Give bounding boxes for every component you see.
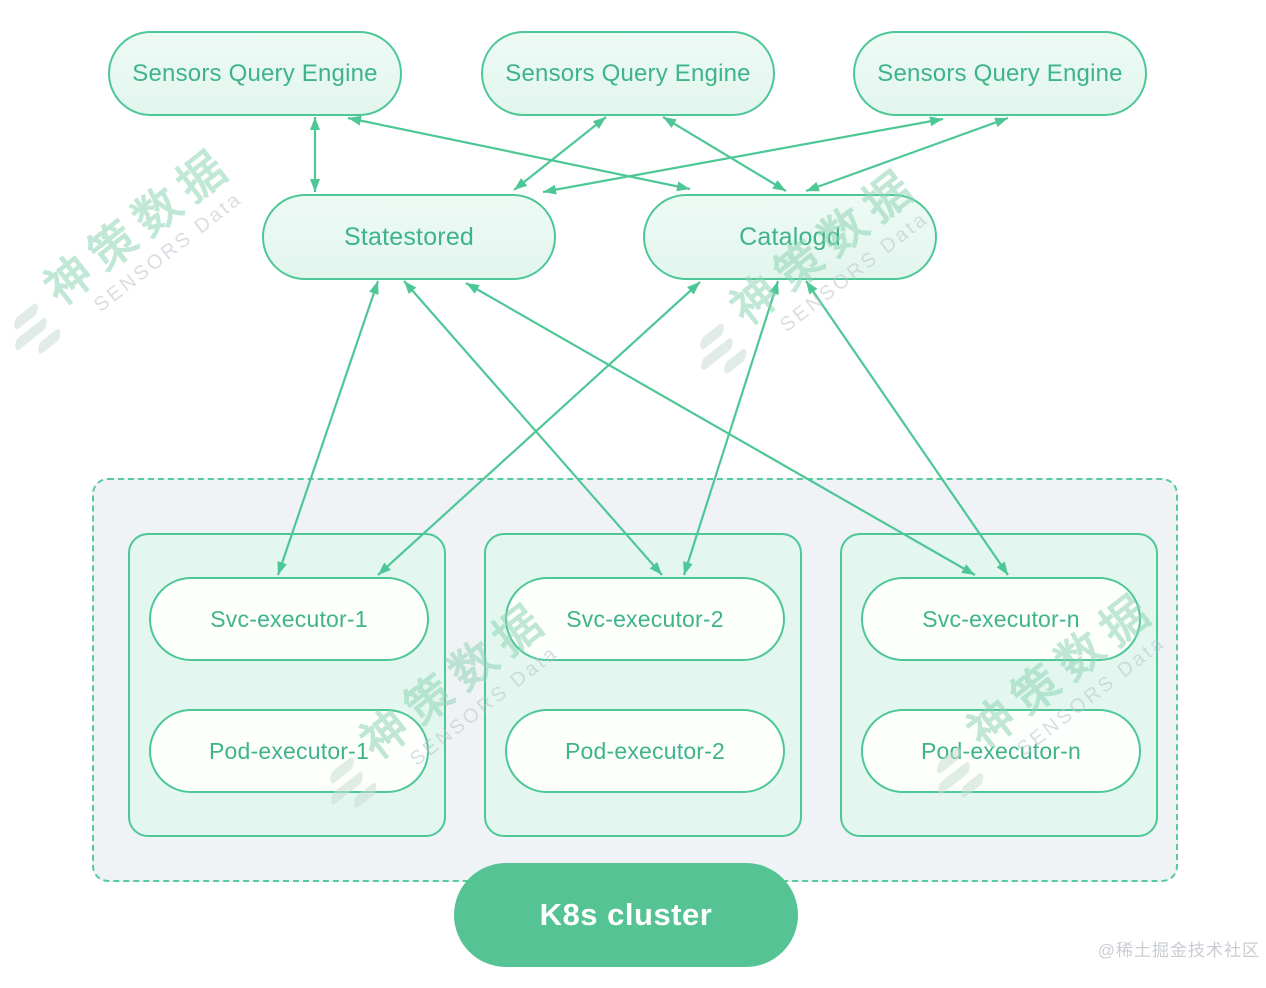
watermark-en-text: SENSORS Data bbox=[90, 187, 247, 317]
executor-group-n: Svc-executor-n Pod-executor-n bbox=[840, 533, 1158, 837]
node-pod-executor-1: Pod-executor-1 bbox=[149, 709, 429, 793]
k8s-cluster-badge: K8s cluster bbox=[454, 863, 798, 967]
watermark-cn-text: 神策数据 bbox=[34, 136, 244, 315]
edge-sensors-query-engine-1--catalogd bbox=[347, 115, 691, 192]
node-pod-executor-n: Pod-executor-n bbox=[861, 709, 1141, 793]
executor-group-2: Svc-executor-2 Pod-executor-2 bbox=[484, 533, 802, 837]
node-label: Sensors Query Engine bbox=[132, 59, 378, 87]
node-label: Statestored bbox=[343, 222, 475, 251]
node-sensors-query-engine-2: Sensors Query Engine bbox=[481, 31, 775, 116]
node-label: Sensors Query Engine bbox=[505, 59, 751, 87]
watermark-sensors-data: 神策数据 SENSORS Data bbox=[0, 136, 259, 372]
executor-group-1: Svc-executor-1 Pod-executor-1 bbox=[128, 533, 446, 837]
sensors-logo-icon bbox=[2, 301, 70, 372]
sensors-logo-icon bbox=[688, 321, 756, 392]
node-label: Svc-executor-n bbox=[922, 605, 1080, 632]
node-label: Sensors Query Engine bbox=[877, 59, 1123, 87]
node-catalogd: Catalogd bbox=[643, 194, 937, 280]
edge-sensors-query-engine-3--catalogd bbox=[805, 116, 1009, 193]
node-svc-executor-1: Svc-executor-1 bbox=[149, 577, 429, 661]
node-label: Svc-executor-2 bbox=[566, 605, 724, 632]
node-label: Pod-executor-1 bbox=[208, 737, 370, 764]
node-statestored: Statestored bbox=[262, 194, 556, 280]
node-label: K8s cluster bbox=[539, 897, 713, 932]
node-label: Pod-executor-2 bbox=[564, 737, 726, 764]
node-label: Svc-executor-1 bbox=[210, 605, 368, 632]
node-svc-executor-2: Svc-executor-2 bbox=[505, 577, 785, 661]
node-sensors-query-engine-1: Sensors Query Engine bbox=[108, 31, 402, 116]
edge-sensors-query-engine-2--statestored bbox=[513, 116, 607, 191]
edge-sensors-query-engine-2--catalogd bbox=[662, 116, 787, 192]
node-sensors-query-engine-3: Sensors Query Engine bbox=[853, 31, 1147, 116]
node-label: Catalogd bbox=[739, 222, 841, 251]
node-svc-executor-n: Svc-executor-n bbox=[861, 577, 1141, 661]
edge-sensors-query-engine-3--statestored bbox=[542, 116, 944, 195]
node-pod-executor-2: Pod-executor-2 bbox=[505, 709, 785, 793]
node-label: Pod-executor-n bbox=[920, 737, 1082, 764]
community-credit: @稀土掘金技术社区 bbox=[1097, 941, 1260, 960]
